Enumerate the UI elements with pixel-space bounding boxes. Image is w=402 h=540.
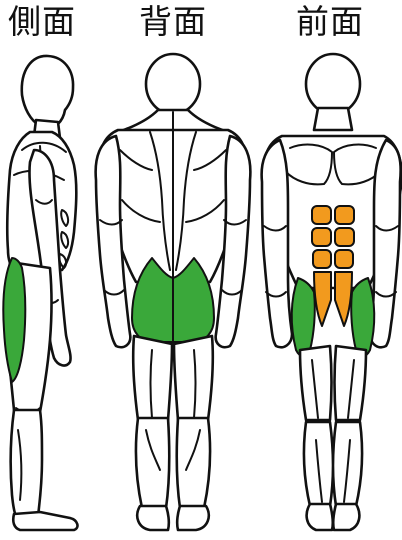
side-head (22, 56, 73, 126)
front-right-hip-muscle (351, 278, 374, 356)
front-neck (314, 108, 352, 130)
front-thighs (300, 346, 366, 420)
front-feet (307, 504, 360, 530)
front-left-arm (262, 140, 292, 347)
side-lower-leg (11, 410, 42, 516)
back-view-figure (96, 54, 251, 530)
back-thighs (133, 336, 213, 420)
front-left-hip-muscle (292, 278, 315, 356)
front-view-figure (262, 54, 402, 530)
front-head (306, 54, 360, 114)
front-lower-legs (304, 422, 362, 506)
side-foot (13, 512, 77, 530)
back-head (146, 54, 200, 114)
back-feet (137, 506, 209, 530)
side-view-figure (3, 56, 77, 530)
